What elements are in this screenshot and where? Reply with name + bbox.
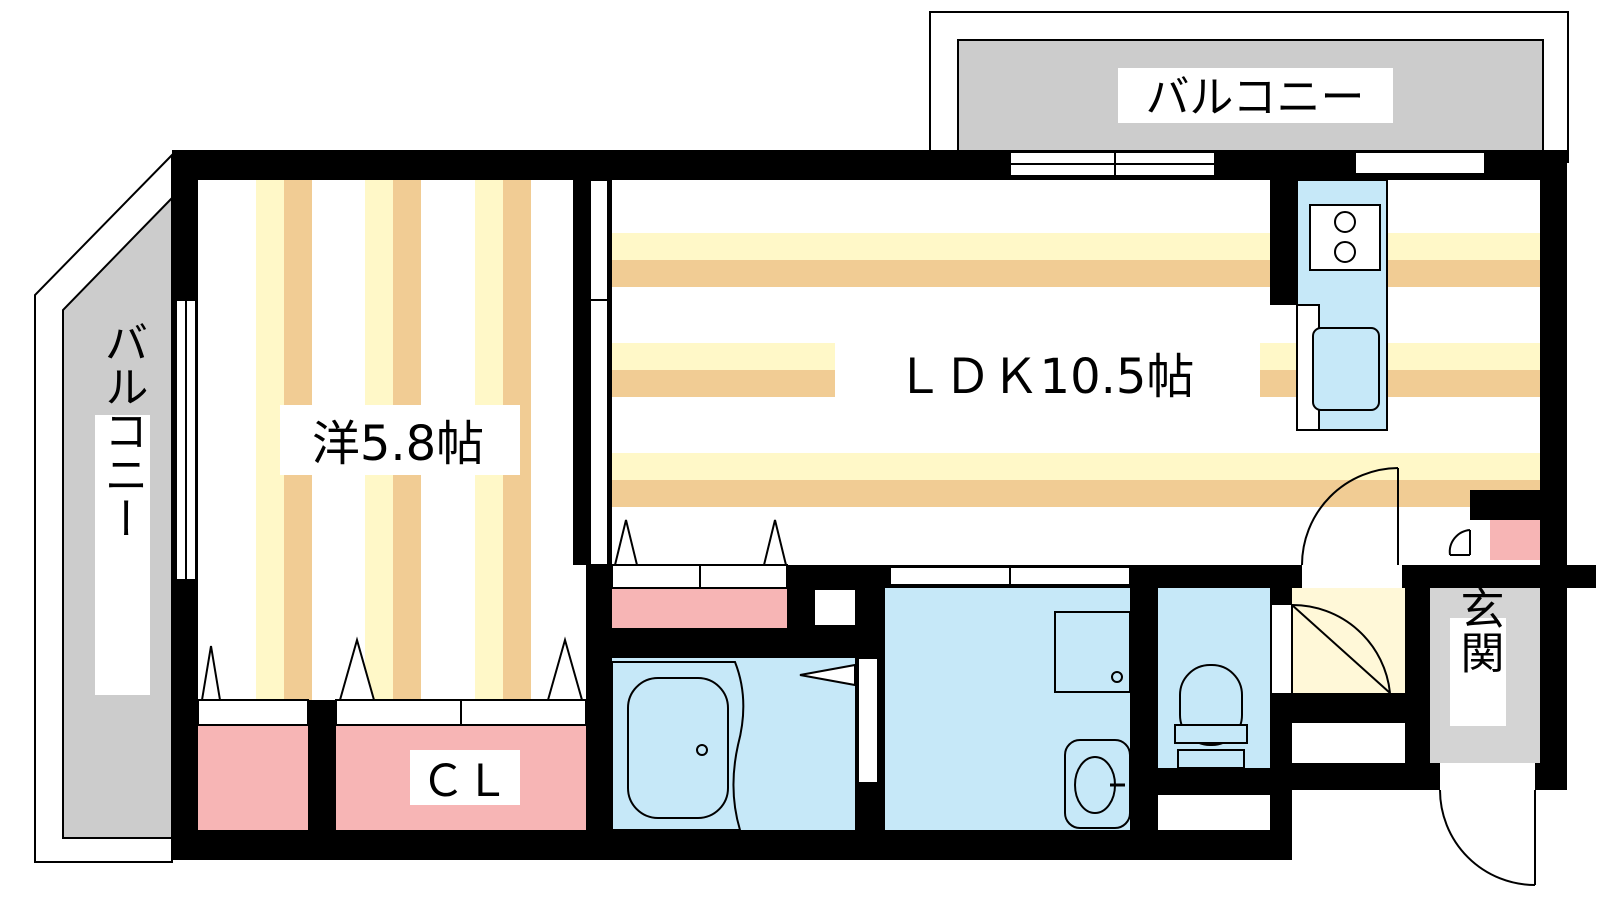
western-room-label: 洋5.8帖 [312, 416, 484, 472]
ldk-label-group: ＬＤＫ10.5帖 [835, 340, 1260, 405]
bathtub-icon [611, 661, 745, 831]
closet-left-small [198, 725, 308, 830]
closet-door-triangles [200, 519, 788, 701]
entrance-shoe-box [1490, 520, 1540, 560]
ldk-floor [612, 180, 1544, 565]
windows [175, 151, 1486, 586]
balcony-left-label: バルコニー [97, 320, 148, 540]
balcony-top: バルコニー [929, 11, 1569, 163]
closet-label: ＣＬ [421, 756, 509, 807]
balcony-left: バルコニー [34, 152, 173, 863]
ldk-label: ＬＤＫ10.5帖 [896, 349, 1195, 405]
ldk-storage [612, 588, 787, 628]
doors [1272, 467, 1536, 886]
balcony-top-label: バルコニー [1145, 72, 1364, 123]
washing-machine-icon [1054, 611, 1131, 693]
sliding-doors [197, 564, 788, 726]
entrance-label: 玄関 [1453, 586, 1504, 674]
stove-burner-icon [1334, 241, 1356, 263]
washbasin-icon [1064, 739, 1131, 829]
stove-burner-icon [1334, 211, 1356, 233]
western-room-label-group: 洋5.8帖 [280, 405, 520, 475]
entrance-label-group: 玄関 [1450, 586, 1506, 726]
kitchen-counter [1296, 179, 1388, 431]
closet-label-group: ＣＬ [410, 750, 520, 807]
kitchen-sink-icon [1312, 327, 1380, 411]
toilet-icon [1174, 664, 1248, 769]
